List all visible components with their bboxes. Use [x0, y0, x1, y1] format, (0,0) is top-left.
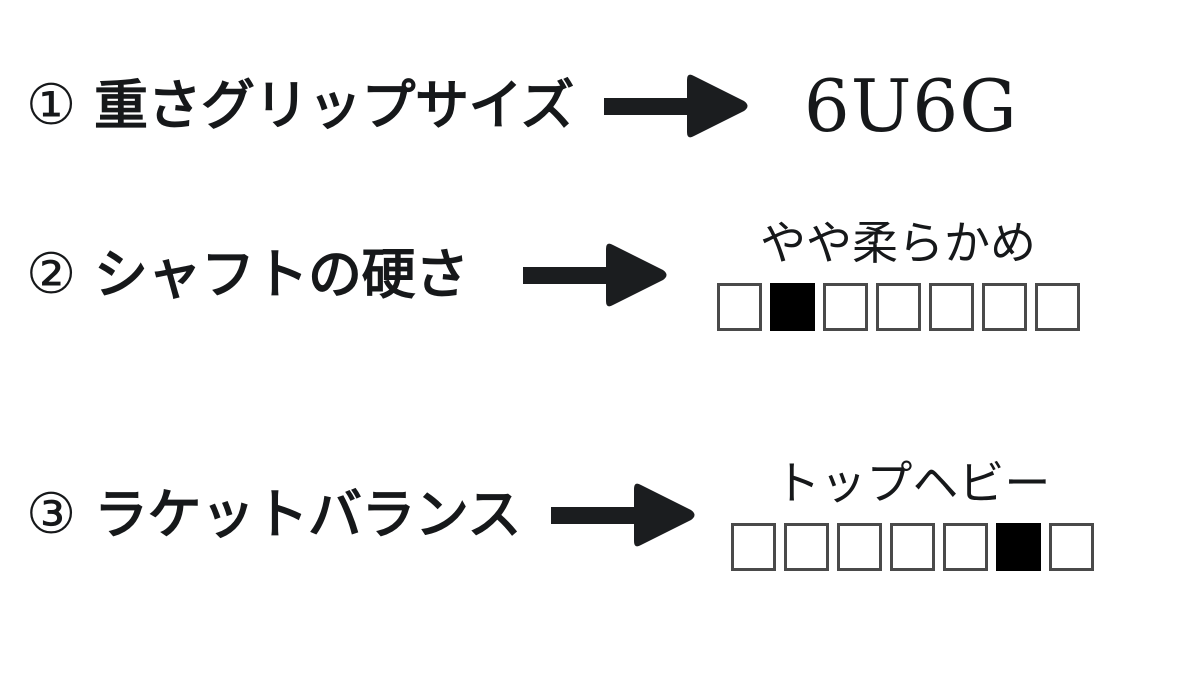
- scale-box[interactable]: [783, 523, 829, 572]
- row-marker-1-icon: ①: [26, 73, 77, 138]
- row-label-group: ① 重さグリップサイズ: [0, 73, 574, 138]
- right-arrow-icon: [603, 70, 750, 142]
- row-value-text: トップヘビー: [774, 455, 1051, 510]
- row-label-text: シャフトの硬さ: [94, 242, 469, 306]
- scale-box-selected[interactable]: [995, 523, 1041, 572]
- scale-box[interactable]: [928, 283, 974, 332]
- spec-row-shaft-stiffness: ② シャフトの硬さ やや柔らかめ: [0, 200, 1200, 350]
- row-marker-3-icon: ③: [26, 482, 77, 547]
- scale-box[interactable]: [1048, 523, 1094, 572]
- scale-box[interactable]: [716, 283, 762, 332]
- row-label-group: ③ ラケットバランス: [0, 482, 521, 547]
- scale-box[interactable]: [875, 283, 921, 332]
- right-arrow-icon: [522, 239, 669, 311]
- row-value-group: トップヘビー: [730, 455, 1094, 572]
- scale-track: [716, 283, 1080, 332]
- scale-box[interactable]: [1034, 283, 1080, 332]
- scale-box-selected[interactable]: [769, 283, 815, 332]
- scale-box[interactable]: [822, 283, 868, 332]
- scale-box[interactable]: [942, 523, 988, 572]
- row-value-text: やや柔らかめ: [760, 215, 1036, 270]
- right-arrow-icon: [550, 479, 697, 551]
- scale-box[interactable]: [889, 523, 935, 572]
- scale-box[interactable]: [730, 523, 776, 572]
- scale-box[interactable]: [836, 523, 882, 572]
- spec-row-weight-grip-size: ① 重さグリップサイズ 6U6G: [0, 52, 1200, 160]
- spec-row-racket-balance: ③ ラケットバランス トップヘビー: [0, 440, 1200, 590]
- scale-box[interactable]: [981, 283, 1027, 332]
- row-value-text: 6U6G: [803, 64, 1018, 148]
- row-value-group: 6U6G: [804, 70, 1018, 142]
- row-label-text: 重さグリップサイズ: [94, 73, 574, 137]
- row-marker-2-icon: ②: [26, 242, 77, 307]
- row-label-group: ② シャフトの硬さ: [0, 242, 469, 307]
- scale-track: [730, 523, 1094, 572]
- row-value-group: やや柔らかめ: [716, 215, 1080, 332]
- row-label-text: ラケットバランス: [94, 482, 521, 546]
